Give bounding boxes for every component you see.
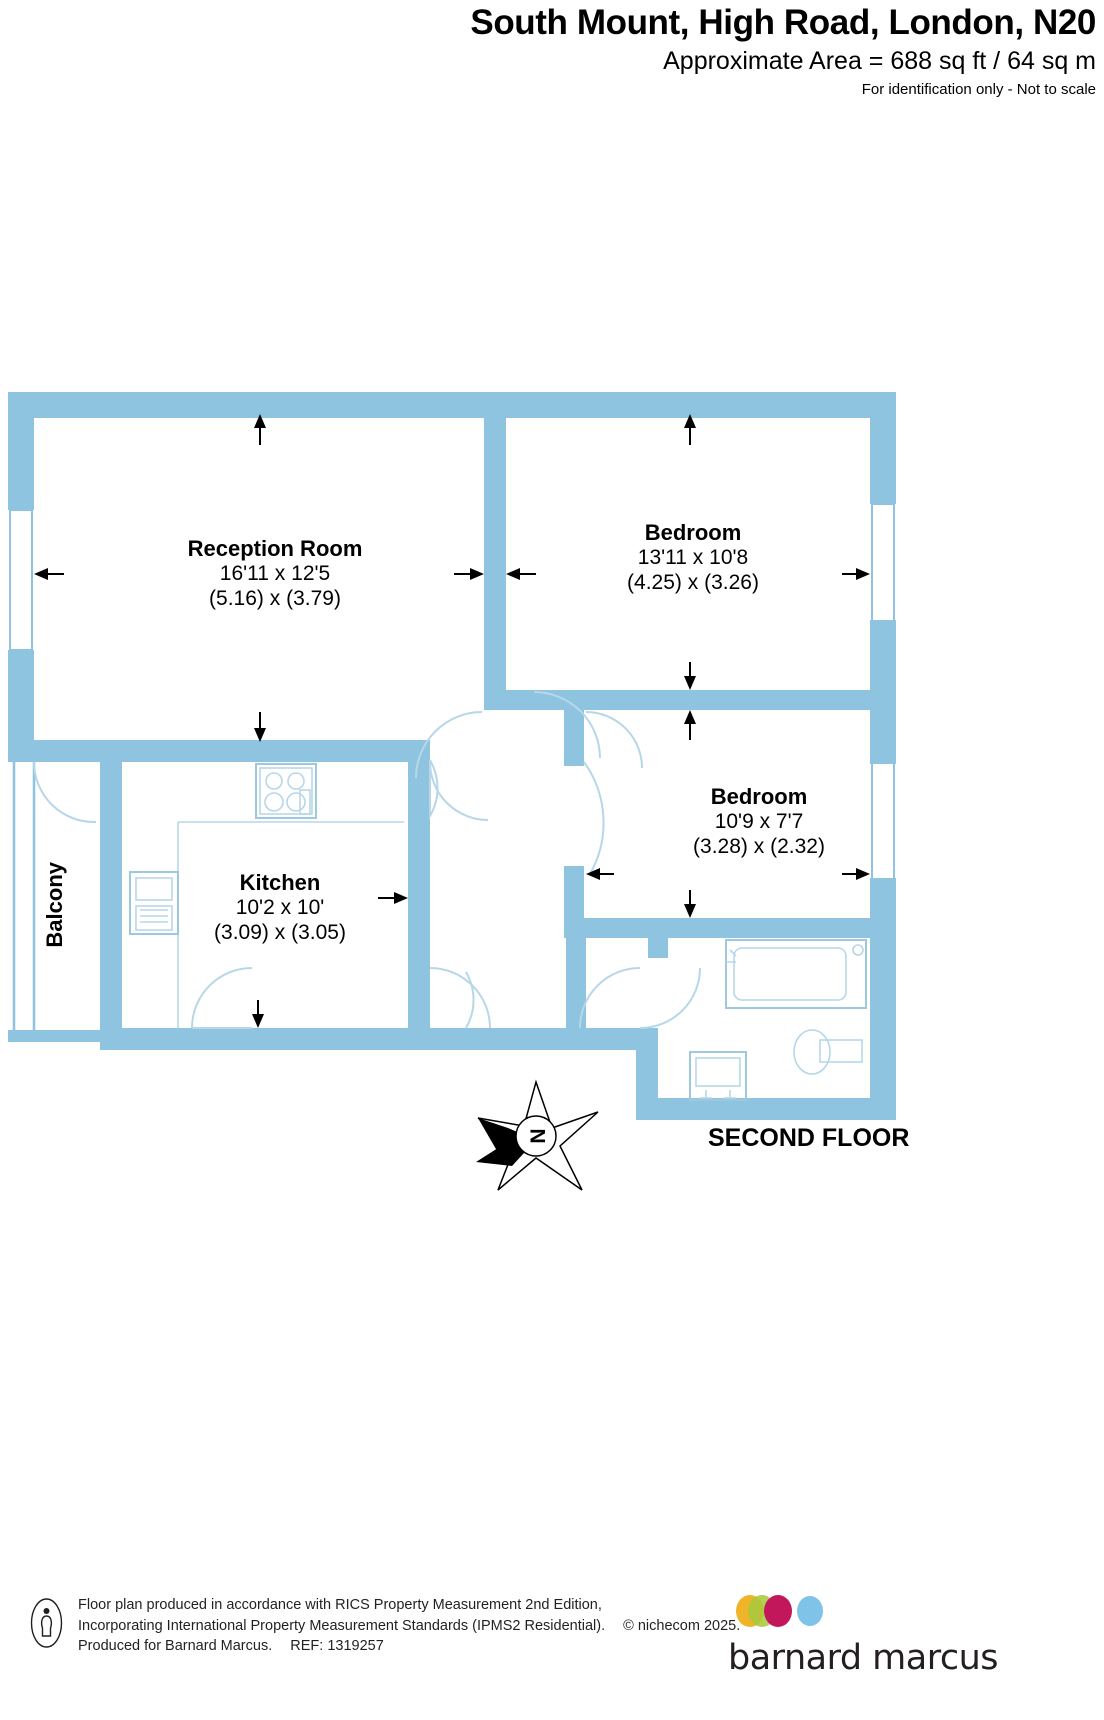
info-person-icon <box>30 1598 63 1648</box>
dimension-arrows <box>34 414 870 1028</box>
compass-north-letter: N <box>527 1128 550 1143</box>
room-label-bedroom-2: Bedroom 10'9 x 7'7 (3.28) x (2.32) <box>634 784 884 859</box>
room-imperial-dims: 16'11 x 12'5 <box>219 562 331 585</box>
room-metric-dims: (5.16) x (3.79) <box>209 587 341 610</box>
footer-copyright: © nichecom 2025. <box>623 1617 741 1634</box>
brand-wordmark: barnard marcus <box>728 1638 999 1678</box>
room-imperial-dims: 10'9 x 7'7 <box>714 810 804 833</box>
compass-rose: N <box>476 1079 599 1191</box>
bathroom-fixtures <box>689 939 867 1101</box>
footer-line-3: Produced for Barnard Marcus. <box>78 1638 273 1654</box>
room-label-reception-room: Reception Room 16'11 x 12'5 (5.16) x (3.… <box>150 536 400 611</box>
brand-logo: barnard marcus <box>728 1586 1088 1716</box>
room-imperial-dims: 10'2 x 10' <box>235 896 325 919</box>
scale-disclaimer: For identification only - Not to scale <box>861 81 1096 98</box>
wall-structure <box>8 392 896 1120</box>
room-name: Bedroom <box>710 784 808 809</box>
room-metric-dims: (3.28) x (2.32) <box>693 835 825 858</box>
room-imperial-dims: 13'11 x 10'8 <box>637 546 749 569</box>
kitchen-fixtures <box>129 763 404 1028</box>
page-title: South Mount, High Road, London, N20 <box>470 3 1096 42</box>
room-label-kitchen: Kitchen 10'2 x 10' (3.09) x (3.05) <box>155 870 405 945</box>
room-metric-dims: (4.25) x (3.26) <box>627 571 759 594</box>
room-label-bedroom-1: Bedroom 13'11 x 10'8 (4.25) x (3.26) <box>568 520 818 595</box>
document-header: South Mount, High Road, London, N20 Appr… <box>0 0 1104 100</box>
footer-line-2: Incorporating International Property Mea… <box>78 1617 606 1634</box>
brand-dots-icon <box>736 1595 823 1627</box>
room-name: Kitchen <box>239 870 321 895</box>
approximate-area: Approximate Area = 688 sq ft / 64 sq m <box>663 47 1096 75</box>
footer-reference: REF: 1319257 <box>290 1638 384 1654</box>
room-name: Bedroom <box>644 520 742 545</box>
room-label-balcony: Balcony <box>42 862 67 948</box>
floor-level-label: SECOND FLOOR <box>708 1124 910 1152</box>
footer-line-1: Floor plan produced in accordance with R… <box>78 1597 602 1613</box>
room-name: Reception Room <box>187 536 363 561</box>
door-swings <box>191 691 701 1029</box>
room-metric-dims: (3.09) x (3.05) <box>214 921 346 944</box>
balcony-outline <box>8 761 104 1042</box>
footer-legal-text: Floor plan produced in accordance with R… <box>78 1595 740 1657</box>
document-footer: Floor plan produced in accordance with R… <box>0 1580 1104 1720</box>
